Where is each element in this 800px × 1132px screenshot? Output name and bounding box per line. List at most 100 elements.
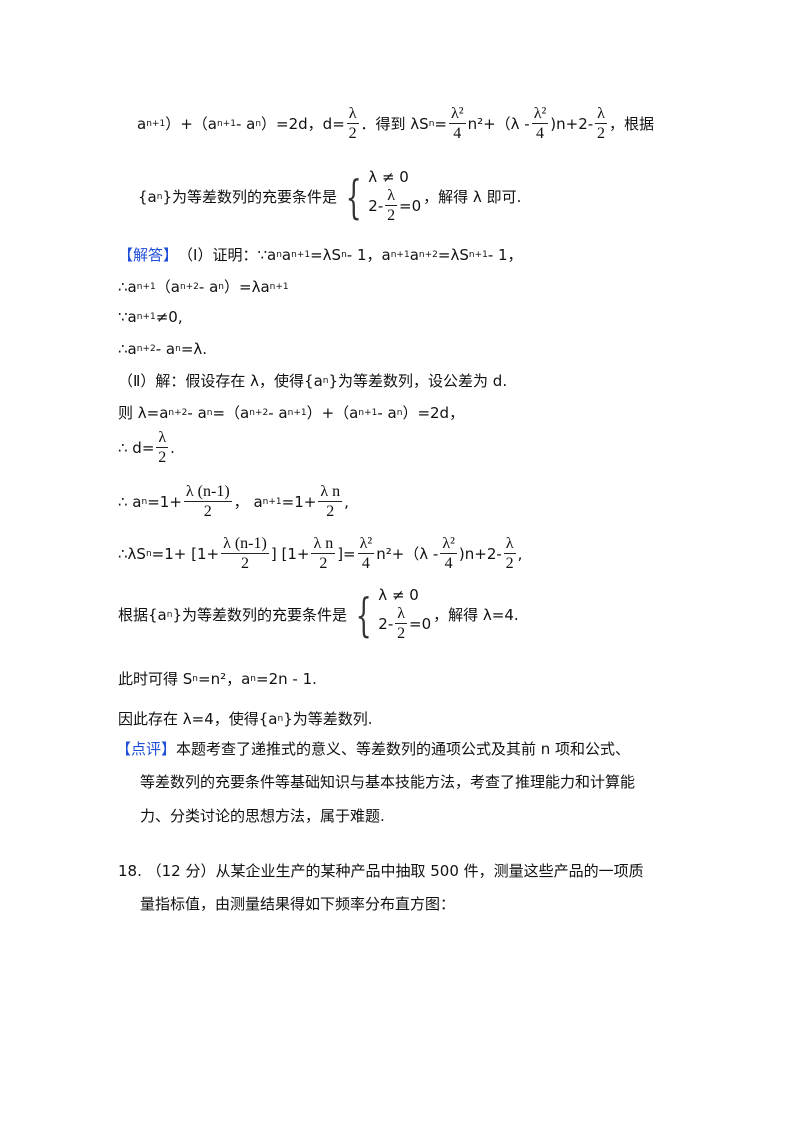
fraction-denominator: 2: [397, 625, 406, 642]
subscript: n: [277, 713, 284, 724]
subscript: n: [192, 673, 199, 684]
text-run: ∴a: [118, 340, 137, 358]
text-run: 18. （12 分）从某企业生产的某种产品中抽取 500 件，测量这些产品的一项…: [118, 862, 644, 880]
text-run: - a: [198, 277, 219, 296]
text-run: ，根据: [608, 115, 654, 133]
text-run: =1+ [1+: [151, 544, 220, 563]
fraction-numerator: λ²: [440, 535, 457, 554]
text-run: =1+: [147, 492, 182, 511]
subscript: n: [341, 249, 347, 260]
subscript: n+1: [136, 312, 156, 322]
text-run: ，解得 λ 即可.: [423, 188, 522, 206]
system-row: λ ≠ 0: [378, 586, 431, 604]
fraction-numerator: λ²: [531, 105, 549, 124]
subscript: n: [322, 375, 329, 386]
fraction-numerator: λ: [385, 187, 398, 206]
left-brace: {: [345, 169, 362, 224]
left-brace: {: [355, 587, 372, 642]
text-line: 【点评】本题考查了递推式的意义、等差数列的通项公式及其前 n 项和公式、: [116, 738, 630, 759]
text-run: n²+（λ -: [467, 115, 530, 133]
fraction-denominator: 2: [240, 555, 249, 572]
text-run: =（a: [212, 404, 250, 422]
text-run: 根据{a: [118, 606, 167, 624]
text-run: a: [409, 245, 419, 264]
text-run: 因此存在 λ=4，使得{a: [118, 710, 278, 728]
text-run: ,: [517, 544, 523, 563]
fraction-denominator: 2: [158, 449, 167, 466]
subscript: n: [206, 407, 213, 418]
subscript: n: [276, 249, 282, 260]
subscript: n: [166, 609, 173, 620]
text-run: （Ⅰ）证明：∵a: [178, 246, 277, 264]
text-run: （a: [155, 278, 180, 296]
text-line: 等差数列的充要条件等基础知识与基本技能方法，考查了推理能力和计算能: [140, 771, 635, 792]
text-run: =: [434, 114, 447, 133]
fraction-numerator: λ: [595, 105, 607, 124]
text-run: a: [281, 245, 292, 264]
subscript: n+2: [168, 407, 188, 418]
text-run: - a: [268, 403, 288, 422]
text-run: - 1，: [487, 246, 523, 264]
text-run: ∴a: [118, 277, 137, 296]
fraction-denominator: 4: [536, 125, 544, 142]
text-run: ．得到 λS: [360, 115, 429, 133]
text-run: =1+: [281, 492, 317, 511]
text-run: ,: [344, 492, 349, 511]
text-run: =0: [399, 196, 422, 215]
text-run: ）=2d，: [261, 115, 323, 133]
fraction-numerator: λ (n-1): [221, 535, 269, 554]
text-run: - a: [187, 403, 207, 422]
text-run: }为等差数列的充要条件是: [172, 606, 348, 624]
text-line: 18. （12 分）从某企业生产的某种产品中抽取 500 件，测量这些产品的一项…: [118, 860, 644, 881]
subscript: n: [428, 118, 435, 129]
text-run: }为等差数列的充要条件是: [162, 188, 338, 206]
text-run: ，解得 λ=4.: [433, 606, 519, 624]
text-run: ）=2d，: [402, 404, 465, 422]
fraction-numerator: λ: [503, 535, 516, 554]
text-run: ）+（a: [165, 115, 217, 133]
text-run: - 1，a: [346, 246, 391, 264]
text-run: =n²，a: [198, 670, 251, 688]
text-run: a: [137, 114, 147, 133]
subscript: n+1: [291, 249, 311, 260]
text-run: 力、分类讨论的思想方法，属于难题.: [140, 807, 385, 825]
text-run: ∴λS: [118, 544, 146, 563]
text-run: =2n - 1.: [256, 669, 317, 688]
text-run: λ ≠ 0: [368, 168, 409, 186]
text-run: - a: [155, 340, 176, 358]
text-run: 则 λ=a: [118, 404, 169, 422]
subscript: n+1: [287, 407, 307, 418]
fraction-numerator: λ n: [311, 535, 336, 554]
text-line: 力、分类讨论的思想方法，属于难题.: [140, 805, 385, 826]
subscript: n+2: [179, 281, 199, 292]
fraction-denominator: 2: [326, 503, 335, 520]
subscript: n+1: [358, 407, 378, 418]
subscript: n+1: [216, 118, 236, 129]
text-run: ， a: [233, 493, 263, 511]
fraction-denominator: 2: [348, 125, 357, 142]
